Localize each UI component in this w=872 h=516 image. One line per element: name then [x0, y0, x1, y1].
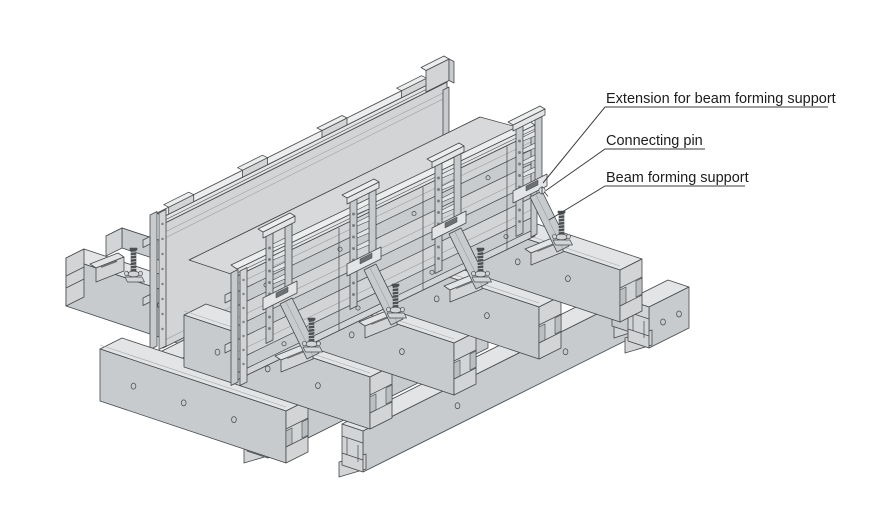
leader-line-connecting-pin [545, 148, 705, 191]
leader-line-extension [542, 106, 828, 184]
formwork-assembly-drawing [65, 55, 690, 478]
label-beam-forming-support: Beam forming support [606, 170, 749, 186]
label-connecting-pin: Connecting pin [606, 133, 703, 149]
label-extension: Extension for beam forming support [606, 91, 836, 107]
leader-line-beam-forming-support [548, 185, 745, 221]
annotations: Extension for beam forming support Conne… [542, 91, 836, 221]
